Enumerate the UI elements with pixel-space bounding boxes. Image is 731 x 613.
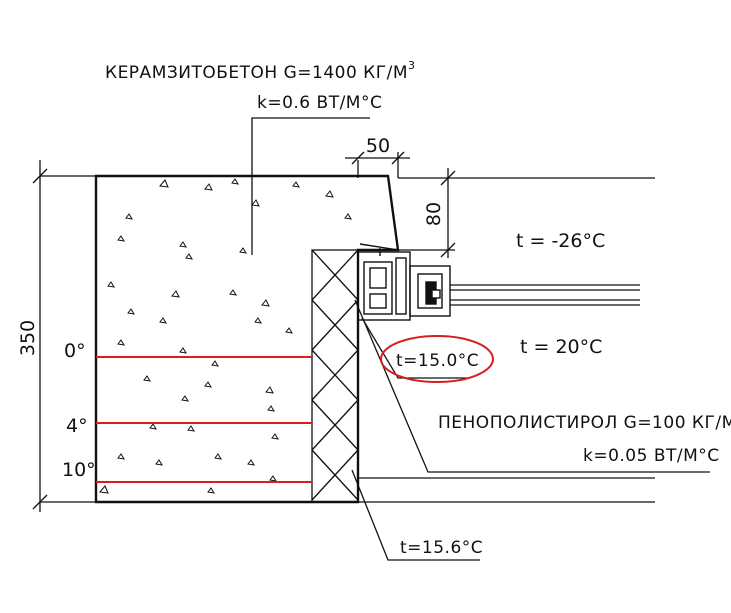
isotherm-label-4: 4° bbox=[66, 415, 88, 437]
isotherm-lines bbox=[96, 356, 312, 483]
dimension-80: 80 bbox=[423, 168, 456, 258]
insulation-name: ПЕНОПОЛИСТИРОЛ G=100 КГ/М3 bbox=[438, 409, 731, 433]
concrete-conductivity: k=0.6 ВТ/М°С bbox=[257, 93, 382, 113]
concrete-name: КЕРАМЗИТОБЕТОН G=1400 КГ/М3 bbox=[105, 59, 416, 83]
insulation-layer bbox=[311, 249, 359, 503]
window-glass bbox=[450, 284, 640, 306]
insulation-leader bbox=[354, 299, 710, 473]
concrete-hatch bbox=[99, 178, 352, 494]
highlight-ellipse bbox=[380, 335, 494, 383]
window-corner-leader bbox=[361, 317, 468, 379]
dimension-80-label: 80 bbox=[423, 202, 445, 226]
isotherm-label-0: 0° bbox=[64, 340, 86, 362]
concrete-wall-outline bbox=[94, 174, 400, 504]
insulation-conductivity: k=0.05 ВТ/М°С bbox=[583, 446, 720, 466]
outside-temperature: t = -26°С bbox=[516, 230, 605, 252]
concrete-leader bbox=[251, 117, 370, 255]
window-frame bbox=[357, 243, 451, 321]
dimension-50: 50 bbox=[345, 135, 410, 178]
wall-surface-temperature: t=15.6°С bbox=[400, 538, 483, 558]
window-corner-temperature: t=15.0°С bbox=[396, 351, 479, 371]
inside-temperature: t = 20°С bbox=[520, 336, 602, 358]
dimension-50-label: 50 bbox=[366, 135, 390, 157]
dimension-350: 350 bbox=[17, 160, 48, 512]
isotherm-label-10: 10° bbox=[62, 459, 96, 481]
wall-surface-leader bbox=[351, 469, 480, 561]
dimension-350-label: 350 bbox=[17, 320, 39, 356]
reference-lines bbox=[40, 175, 655, 503]
